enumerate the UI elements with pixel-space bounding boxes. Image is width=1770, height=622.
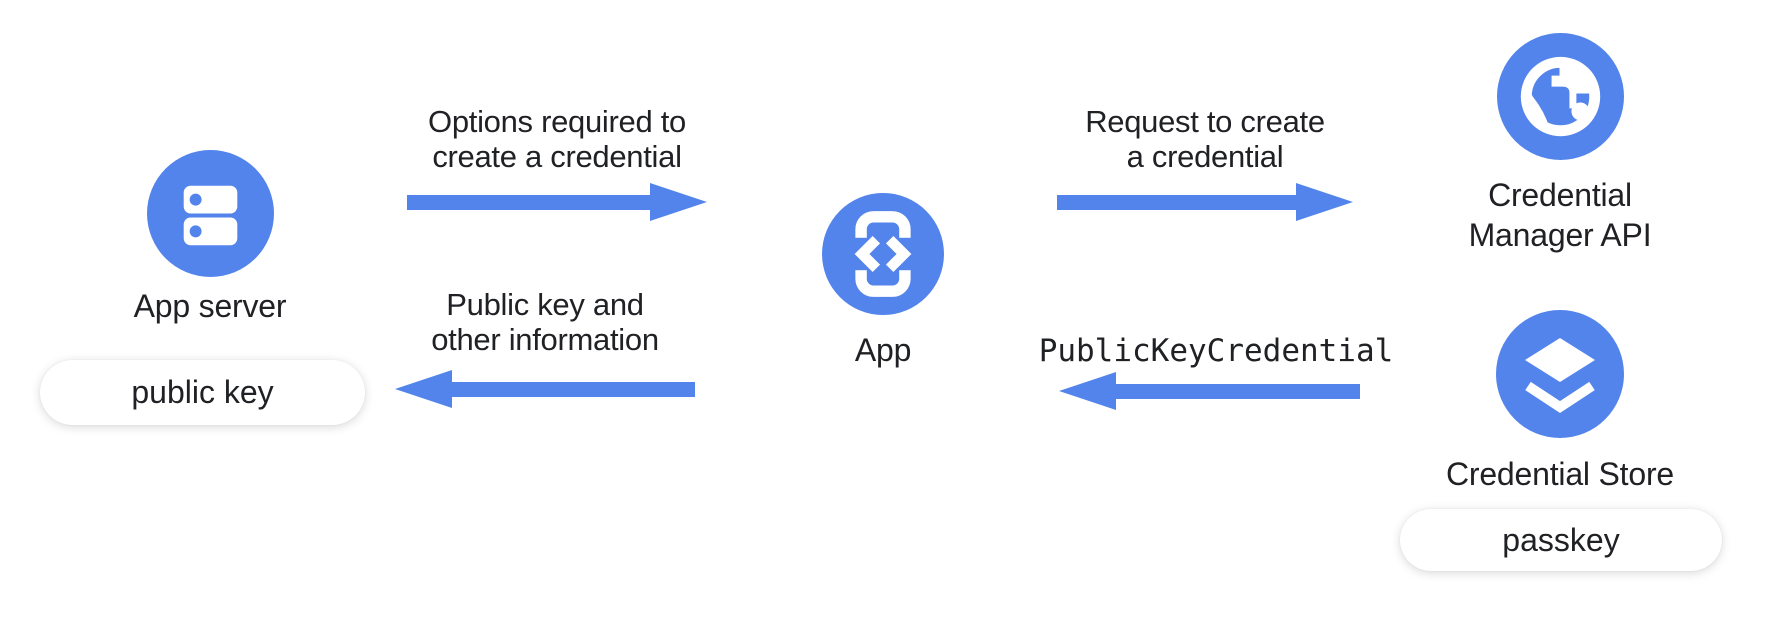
- arrowhead-left-icon: [1059, 372, 1116, 410]
- arrowhead-right-icon: [1296, 183, 1353, 221]
- arrow-request-to-credential-manager: [1057, 183, 1353, 221]
- server-icon: [147, 150, 274, 277]
- credential-manager-api-label-line1: Credential: [1488, 177, 1632, 213]
- caption-create-options-line1: Options required to: [428, 104, 686, 139]
- caption-create-options: Options required to create a credential: [395, 104, 719, 174]
- phone-code-icon: [822, 193, 944, 315]
- arrow-shaft: [1115, 383, 1360, 399]
- arrow-public-key-to-server: [395, 370, 695, 408]
- caption-create-options-line2: create a credential: [432, 139, 682, 174]
- public-key-pill-label: public key: [131, 374, 274, 410]
- caption-create-request-line1: Request to create: [1085, 104, 1325, 139]
- arrow-options-to-app: [407, 183, 707, 221]
- credential-manager-api-label: Credential Manager API: [1410, 175, 1710, 255]
- arrow-shaft: [451, 381, 695, 397]
- caption-create-request: Request to create a credential: [1050, 104, 1360, 174]
- caption-public-key-return-line1: Public key and: [446, 287, 644, 322]
- caption-public-key-return: Public key and other information: [385, 287, 705, 357]
- caption-publickeycredential: PublicKeyCredential: [1038, 333, 1394, 369]
- app-label: App: [854, 332, 912, 368]
- arrow-publickeycredential-to-app: [1059, 372, 1360, 410]
- credential-manager-api-label-line2: Manager API: [1468, 217, 1652, 253]
- public-key-pill: public key: [40, 360, 365, 425]
- arrow-shaft: [407, 194, 651, 210]
- app-server-label: App server: [133, 288, 287, 324]
- passkey-pill-label: passkey: [1502, 521, 1620, 558]
- layers-icon: [1496, 310, 1624, 438]
- arrowhead-left-icon: [395, 370, 452, 408]
- arrow-shaft: [1057, 194, 1297, 210]
- arrowhead-right-icon: [650, 183, 707, 221]
- caption-create-request-line2: a credential: [1126, 139, 1284, 174]
- globe-icon: [1497, 33, 1624, 160]
- caption-public-key-return-line2: other information: [431, 322, 659, 357]
- credential-store-label: Credential Store: [1445, 456, 1675, 492]
- passkey-pill: passkey: [1400, 509, 1722, 571]
